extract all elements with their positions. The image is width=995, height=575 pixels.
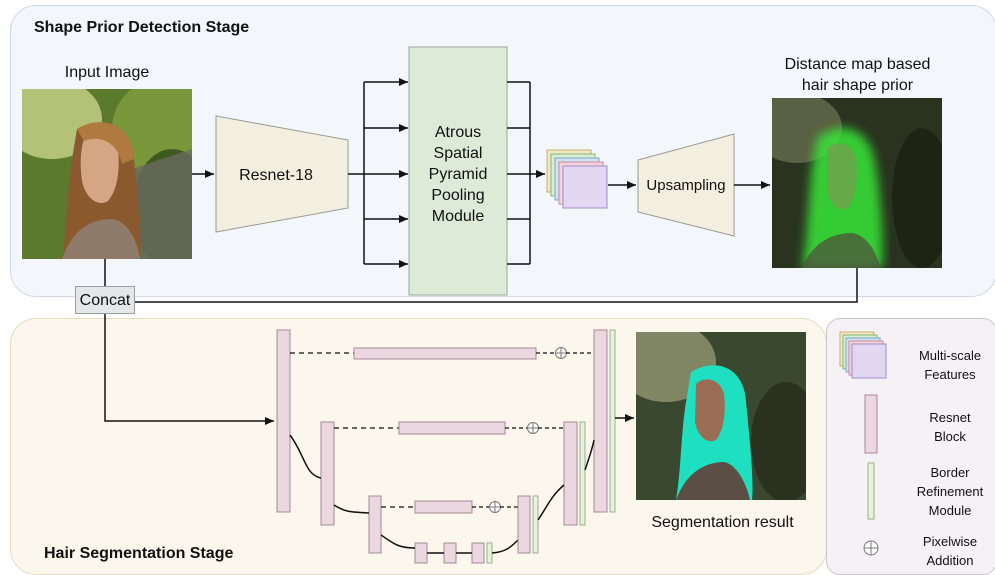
concat-box: Concat [75, 286, 135, 314]
legend-pixelwise-addition-line-2: Addition [926, 553, 974, 568]
aspp-module [408, 46, 508, 296]
segmentation-result-label: Segmentation result [651, 514, 794, 531]
distance-map-label-line-2: hair shape prior [801, 77, 914, 94]
segmentation-result-image [636, 332, 806, 500]
multiscale-feature-stack [546, 149, 608, 209]
legend-multiscale-line-2: Features [924, 367, 976, 382]
aspp-label-4: Pooling [431, 187, 484, 204]
legend-pixelwise-addition-icon [863, 540, 879, 556]
legend-multiscale-line-1: Multi-scale [918, 348, 982, 363]
resnet18-label: Resnet-18 [239, 167, 313, 184]
legend-resnet-block-line-1: Resnet [929, 410, 971, 425]
distance-map-image [772, 98, 942, 268]
input-image [22, 89, 192, 259]
upsampling-label: Upsampling [646, 177, 725, 194]
aspp-label-2: Spatial [434, 145, 483, 162]
shape-prior-stage-title: Shape Prior Detection Stage [34, 19, 250, 36]
segmentation-unet [276, 329, 616, 564]
upsampling-decoder [637, 133, 735, 237]
legend-border-refinement-line-3: Module [928, 503, 972, 518]
aspp-label-5: Module [432, 208, 485, 225]
segmentation-stage-title: Hair Segmentation Stage [44, 545, 234, 562]
resnet18-encoder [215, 115, 349, 233]
legend-multiscale-text: Multi-scale Features [905, 346, 995, 384]
legend-border-refinement-text: Border Refinement Module [905, 463, 995, 520]
legend-border-refinement-line-2: Refinement [916, 484, 984, 499]
distance-map-label-line-1: Distance map based [784, 56, 931, 73]
aspp-label-3: Pyramid [429, 166, 488, 183]
legend-multiscale-icon [839, 331, 887, 379]
aspp-label-1: Atrous [435, 124, 481, 141]
legend-pixelwise-addition-text: Pixelwise Addition [905, 532, 995, 570]
line-prior-to-concat [135, 268, 858, 303]
legend-pixelwise-addition-line-1: Pixelwise [922, 534, 978, 549]
arrow-concat-to-segnet [104, 314, 274, 425]
legend-resnet-block-text: Resnet Block [905, 408, 995, 446]
legend-border-refinement-line-1: Border [930, 465, 970, 480]
legend-resnet-block-icon [864, 394, 878, 454]
input-image-label: Input Image [64, 64, 150, 81]
legend-resnet-block-line-2: Block [934, 429, 966, 444]
distance-map-label: Distance map based hair shape prior [760, 54, 955, 96]
legend-border-refinement-icon [867, 462, 875, 520]
